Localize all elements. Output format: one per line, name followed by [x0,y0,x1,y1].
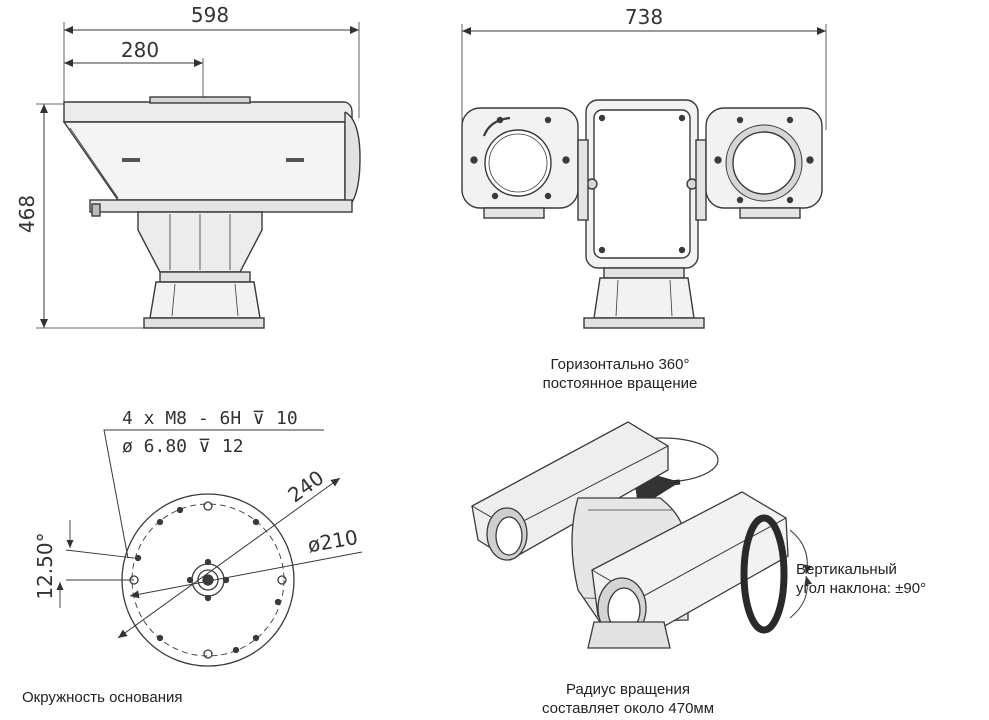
base-circle-view [56,429,363,667]
caption-tilt-line2: угол наклона: ±90° [796,580,927,597]
caption-base-circle-text: Окружность основания [22,689,183,706]
caption-radius-line1: Радиус вращения [566,681,690,698]
dim-side-partial: 280 [121,38,159,62]
callout-hole: ø 6.80 ⊽ 12 [122,436,244,457]
caption-tilt-line1: Вертикальный [796,561,897,578]
dim-base-angle: 12.50° [33,532,57,599]
side-view [36,22,361,329]
dim-side-width: 598 [191,3,229,27]
caption-radius: Радиус вращения составляет около 470мм [478,680,778,718]
caption-rotation-line1: Горизонтально 360° [550,356,690,373]
front-view [461,24,827,329]
dim-base-pcd: ø210 [306,525,360,557]
caption-tilt: Вертикальный угол наклона: ±90° [796,560,986,598]
callout-thread: 4 x M8 - 6H ⊽ 10 [122,408,298,429]
dim-base-outer: 240 [283,465,328,507]
dim-front-width: 738 [625,5,663,29]
caption-rotation-line2: постоянное вращение [542,375,698,392]
caption-rotation: Горизонтально 360° постоянное вращение [470,355,770,393]
caption-radius-line2: составляет около 470мм [541,700,715,717]
dim-side-height: 468 [15,195,39,233]
caption-base-circle: Окружность основания [22,688,282,707]
perspective-view [471,421,813,649]
